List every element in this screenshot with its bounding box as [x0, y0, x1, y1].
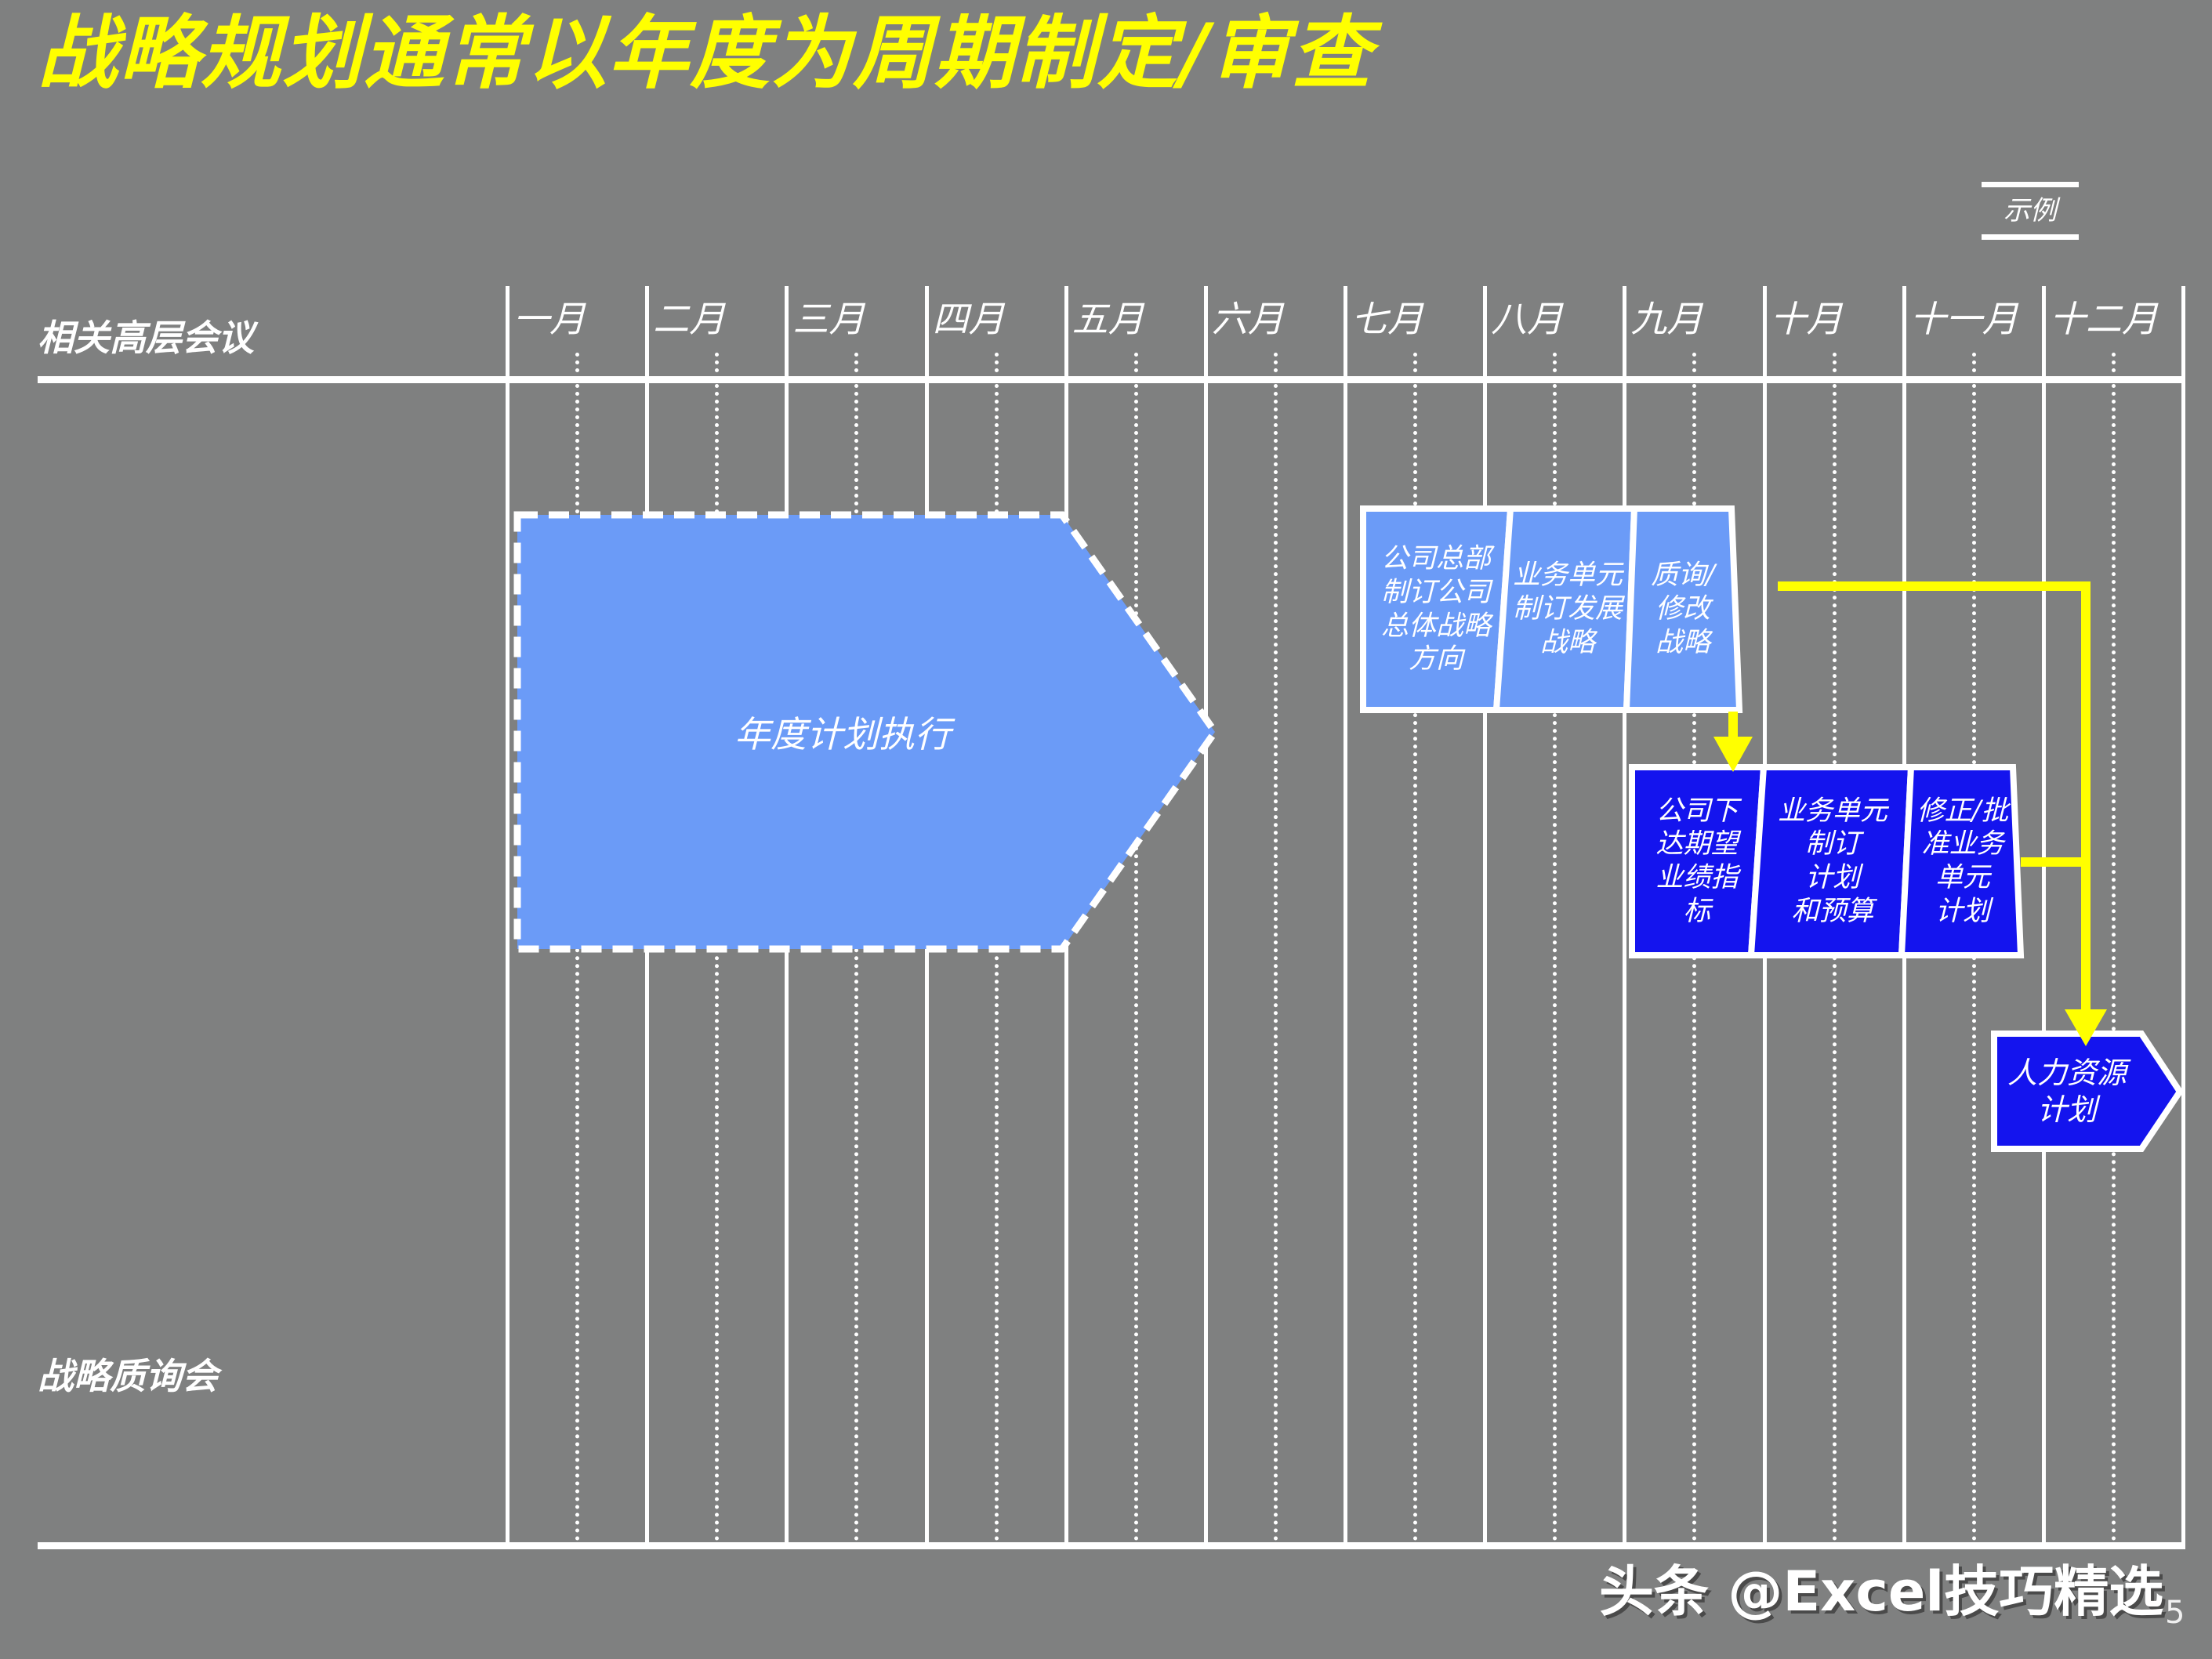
top-process-band: 公司总部制订公司总体战略方向 业务单元制订发展战略 质询/修改战略 [1360, 505, 1775, 713]
month-header-11: 十一月 [1909, 298, 2018, 340]
top-band-shapes [1360, 505, 1743, 713]
month-header-6: 六月 [1211, 298, 1284, 340]
month-header-2: 二月 [653, 298, 726, 340]
grid-right-edge-line [2181, 286, 2185, 1549]
month-header-12: 十二月 [2049, 298, 2158, 340]
grid-column-line [1623, 286, 1627, 1549]
grid-column-line [1483, 286, 1488, 1549]
top-band-seg-3-shape [1623, 505, 1743, 713]
hr-plan-shape [1991, 1031, 2184, 1152]
grid-midmonth-dotted-line [1273, 353, 1278, 1549]
label-lines: 修正/批准业务单元计划 [1916, 795, 2009, 927]
header-rule [38, 376, 2181, 383]
month-header-4: 四月 [932, 298, 1005, 340]
grid-column-line [506, 286, 509, 1549]
label-lines: 人力资源计划 [2007, 1056, 2127, 1127]
grid-column-line [1344, 286, 1347, 1549]
badge-rule-top [1982, 182, 2079, 187]
row-label-strategy-review: 战略质询会 [38, 1355, 218, 1397]
badge-rule-bottom [1982, 234, 2079, 240]
top-band-segment-2-label: 业务单元制订发展战略 [1506, 509, 1630, 710]
label-lines: 公司下达期望业绩指标 [1655, 795, 1739, 927]
page-title: 战略规划通常以年度为周期制定/审查 [38, 6, 1373, 100]
label-lines: 公司总部制订公司总体战略方向 [1380, 543, 1491, 676]
grid-midmonth-dotted-line [1413, 353, 1418, 1549]
month-header-7: 七月 [1351, 298, 1423, 340]
grid-midmonth-dotted-line [854, 353, 859, 1549]
grid-column-line [1203, 286, 1208, 1549]
footer-rule [38, 1542, 2181, 1549]
month-header-5: 五月 [1072, 298, 1144, 340]
month-header-10: 十月 [1770, 298, 1843, 340]
month-header-8: 八月 [1491, 298, 1564, 340]
footer-watermark: 头条 @Excel技巧精选 [1599, 1559, 2164, 1624]
grid-midmonth-dotted-line [1553, 353, 1557, 1549]
month-header-9: 九月 [1630, 298, 1703, 340]
mid-band-segment-2-label: 业务单元制订计划和预算 [1759, 767, 1906, 955]
annual-plan-execution-arrow[interactable]: 年度计划执行 [513, 511, 1220, 953]
mid-band-segment-3-label: 修正/批准业务单元计划 [1909, 767, 2016, 955]
middle-process-band: 公司下达期望业绩指标 业务单元制订计划和预算 修正/批准业务单元计划 [1629, 764, 2052, 958]
hr-plan-box[interactable]: 人力资源计划 [1991, 1031, 2184, 1152]
annual-arrow-shape [513, 511, 1220, 953]
label-lines: 质询/修改战略 [1651, 560, 1715, 658]
top-band-segment-3-label: 质询/修改战略 [1633, 509, 1733, 710]
hr-plan-label: 人力资源计划 [1994, 1034, 2140, 1149]
label-lines: 业务单元制订发展战略 [1512, 560, 1623, 658]
page-number: 5 [2165, 1595, 2185, 1631]
grid-midmonth-dotted-line [1133, 353, 1138, 1549]
grid-midmonth-dotted-line [2111, 353, 2116, 1549]
mid-band-segment-1-label: 公司下达期望业绩指标 [1634, 767, 1761, 955]
annual-arrow-label: 年度计划执行 [734, 713, 951, 755]
row-label-exec-meetings: 相关高层会议 [38, 317, 254, 359]
label-lines: 业务单元制订计划和预算 [1777, 795, 1887, 927]
grid-midmonth-dotted-line [575, 353, 580, 1549]
month-header-3: 三月 [792, 298, 865, 340]
top-band-segment-1-label: 公司总部制订公司总体战略方向 [1365, 509, 1507, 710]
example-badge-label: 示例 [2003, 195, 2057, 226]
example-badge: 示例 [1982, 182, 2079, 240]
month-header-1: 一月 [513, 298, 586, 340]
